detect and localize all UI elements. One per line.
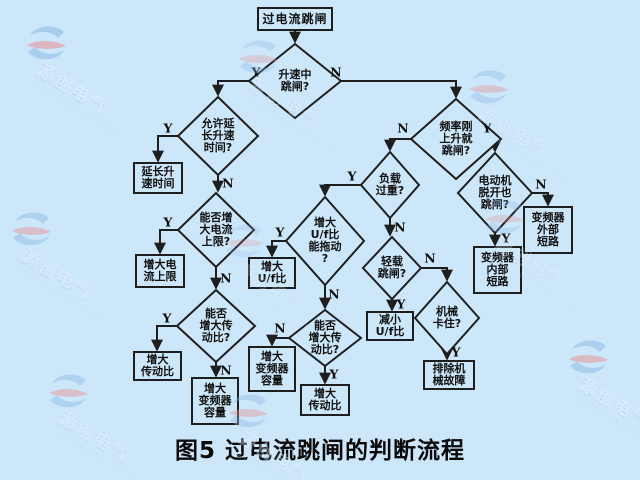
shape-raise-current-box bbox=[135, 254, 185, 288]
shape-extend-time-box bbox=[133, 162, 183, 194]
shape-capacity-mid-box bbox=[248, 346, 296, 392]
figure-caption: 图5 过电流跳闸的判断流程 bbox=[174, 438, 465, 464]
branch-label-yes: Y bbox=[396, 296, 406, 312]
node-internal-short: 变频器 内部 短路 bbox=[481, 251, 514, 288]
shape-external-short-box bbox=[523, 206, 573, 254]
node-capacity-mid: 增大 变频器 容量 bbox=[255, 350, 289, 387]
node-mech-stuck-decision: 机械 卡住? bbox=[432, 305, 462, 330]
shape-capacity-left-box bbox=[191, 377, 239, 425]
node-raise-uf: 增大 U/f比 bbox=[257, 260, 287, 285]
node-overload-decision: 负载 过重? bbox=[375, 172, 405, 197]
branch-label-yes: Y bbox=[163, 120, 173, 136]
node-raise-ratio-left-decision: 能否 增大传 动比? bbox=[199, 307, 233, 344]
shape-accel-trip-diamond bbox=[247, 42, 343, 120]
shape-motor-detached-q-diamond bbox=[456, 151, 534, 235]
node-raise-ratio-mid-decision: 能否 增大传 动比? bbox=[308, 319, 342, 356]
shape-overload-q-diamond bbox=[359, 150, 421, 220]
node-uf-drive-decision: 增大 U/f比 能拖动 ? bbox=[308, 216, 342, 265]
shape-raise-current-q-diamond bbox=[176, 191, 256, 269]
branch-label-no: N bbox=[535, 176, 547, 192]
branch-label-no: N bbox=[274, 320, 286, 336]
flowchart-node-outlines bbox=[133, 7, 573, 425]
node-raise-ratio-left: 增大 传动比 bbox=[141, 353, 174, 378]
shape-allow-extend-diamond bbox=[176, 95, 260, 177]
shape-raise-ratio-q-left-diamond bbox=[175, 288, 257, 364]
node-external-short: 变频器 外部 短路 bbox=[531, 211, 565, 248]
shape-mech-stuck-q-diamond bbox=[413, 280, 481, 356]
branch-label-no: N bbox=[397, 120, 409, 136]
node-raise-current: 增大电 流上限 bbox=[143, 258, 177, 283]
node-light-load-decision: 轻载 跳闸? bbox=[377, 255, 407, 280]
node-allow-extend-decision: 允许延 长升速 时间? bbox=[201, 117, 235, 154]
branch-label-no: N bbox=[424, 250, 436, 266]
shape-start-box bbox=[257, 7, 333, 31]
node-fix-mech: 排除机 械故障 bbox=[432, 362, 466, 387]
branch-label-yes: Y bbox=[501, 230, 511, 246]
node-capacity-left: 增大 变频器 容量 bbox=[198, 382, 232, 419]
shape-raise-ratio-q-mid-diamond bbox=[287, 308, 363, 368]
branch-label-no: N bbox=[222, 175, 234, 191]
shape-raise-ratio-mid-box bbox=[300, 384, 350, 416]
branch-label-yes: Y bbox=[347, 168, 357, 184]
node-raise-current-decision: 能否增 大电流 上限? bbox=[199, 211, 233, 248]
shape-light-load-q-diamond bbox=[361, 235, 423, 301]
shape-uf-drive-q-diamond bbox=[284, 195, 366, 287]
branch-label-no: N bbox=[328, 286, 340, 302]
node-motor-detached-decision: 电动机 脱开也 跳闸? bbox=[478, 174, 512, 211]
branch-label-no: N bbox=[394, 219, 406, 235]
shape-fix-mech-box bbox=[423, 360, 475, 390]
node-accel-trip-decision: 升速中 跳闸? bbox=[278, 68, 312, 93]
branch-label-yes: Y bbox=[163, 214, 173, 230]
branch-label-yes: Y bbox=[162, 310, 172, 326]
shape-internal-short-box bbox=[473, 246, 522, 294]
branch-label-yes: Y bbox=[329, 366, 339, 382]
shape-freq-rise-q-diamond bbox=[409, 97, 503, 181]
branch-label-yes: Y bbox=[275, 224, 285, 240]
branch-label-yes: Y bbox=[482, 120, 492, 136]
shape-reduce-uf-box bbox=[366, 311, 414, 341]
shape-raise-uf-box bbox=[248, 257, 296, 289]
shape-raise-ratio-left-box bbox=[133, 351, 182, 381]
node-start: 过电流跳闸 bbox=[262, 12, 328, 26]
branch-label-no: N bbox=[220, 270, 232, 286]
branch-label-no: N bbox=[330, 64, 342, 80]
branch-label-yes: Y bbox=[451, 344, 461, 360]
flowchart-connectors bbox=[151, 30, 554, 385]
node-extend-time: 延长升 速时间 bbox=[141, 165, 175, 190]
branch-label-no: N bbox=[220, 362, 232, 378]
node-raise-ratio-mid: 增大 传动比 bbox=[308, 387, 342, 412]
node-reduce-uf: 减小 U/f比 bbox=[375, 313, 405, 338]
branch-label-yes: Y bbox=[251, 64, 261, 80]
node-freq-rise-decision: 频率刚 上升就 跳闸? bbox=[439, 120, 473, 157]
